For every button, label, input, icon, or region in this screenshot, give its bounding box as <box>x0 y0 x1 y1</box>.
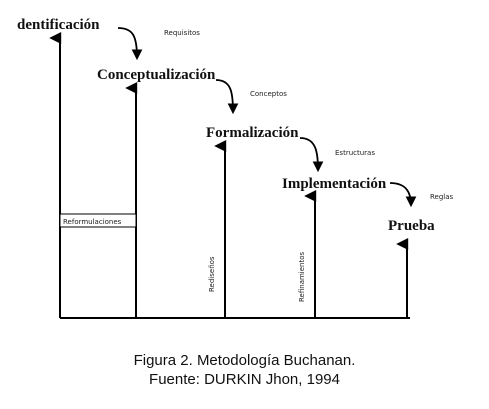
output-label-requisitos: Requisitos <box>164 29 200 37</box>
feedback-label-reformulaciones: Reformulaciones <box>63 218 122 226</box>
stage-label-implementacion: Implementación <box>282 176 387 192</box>
stage-label-formalizacion: Formalización <box>206 125 299 141</box>
figure-source: Fuente: DURKIN Jhon, 1994 <box>149 371 340 388</box>
output-label-estructuras: Estructuras <box>335 149 375 157</box>
reformulaciones-box <box>59 213 137 228</box>
stage-label-identificacion: dentificación <box>17 17 100 33</box>
figure-caption: Figura 2. Metodología Buchanan. <box>133 352 356 369</box>
buchanan-methodology-diagram: dentificación Conceptualización Formaliz… <box>17 17 454 319</box>
output-label-conceptos: Conceptos <box>250 90 287 98</box>
feedback-label-refinamientos: Refinamientos <box>298 251 306 302</box>
stage-label-conceptualizacion: Conceptualización <box>97 67 216 83</box>
feedback-label-redisenos: Rediseños <box>208 256 216 292</box>
stage-label-prueba: Prueba <box>388 218 435 234</box>
flow-arrow-2 <box>215 79 239 115</box>
flow-arrow-3 <box>299 137 324 173</box>
output-label-reglas: Reglas <box>430 193 454 201</box>
flow-arrow-1 <box>117 27 143 61</box>
flow-arrow-4 <box>389 182 417 208</box>
